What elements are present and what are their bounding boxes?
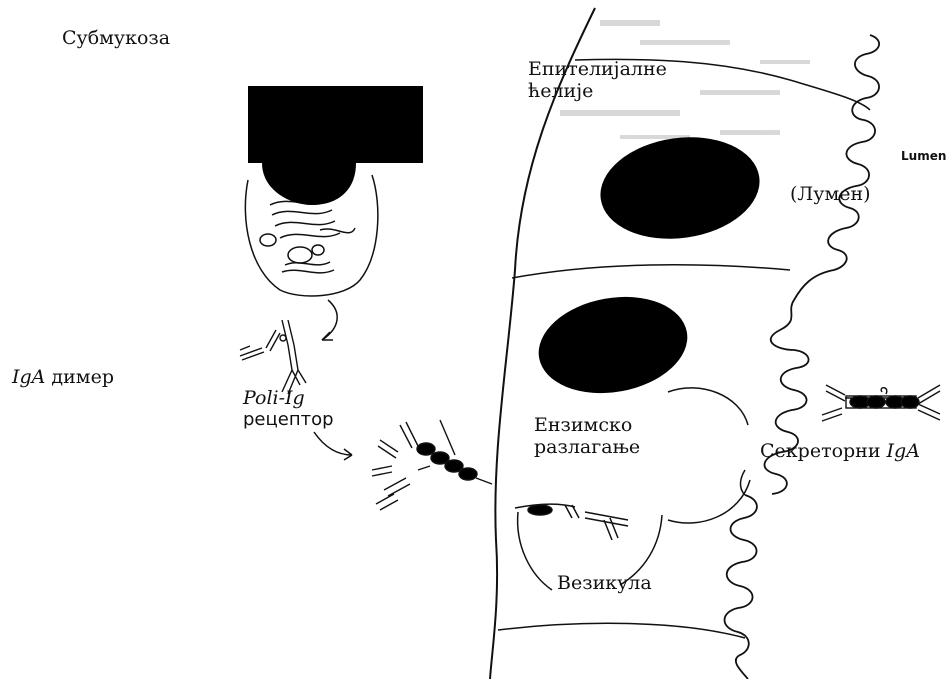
label-poly-ig-line2: рецептор xyxy=(243,409,334,431)
plasma-cell-nucleus xyxy=(262,163,356,205)
secretion-arrow xyxy=(322,300,337,340)
label-lumen-sr: (Лумен) xyxy=(790,183,871,205)
label-secretory-rest: Секреторни xyxy=(760,440,887,462)
label-iga-dimer-rest: димер xyxy=(45,366,114,388)
label-vesicle-text: Везикула xyxy=(557,572,652,594)
label-submucosa-text: Субмукоза xyxy=(62,27,170,49)
label-secretory-italic: IgA xyxy=(887,440,920,462)
transport-arrow xyxy=(314,432,352,460)
label-iga-dimer: IgA димер xyxy=(12,366,114,388)
label-iga-dimer-italic: IgA xyxy=(12,366,45,388)
apical-membrane-lower xyxy=(725,495,757,679)
label-lumen-sr-text: (Лумен) xyxy=(790,183,871,205)
label-enzymatic-cleavage: Ензимско разлагање xyxy=(534,414,640,458)
vesicle-membrane-fragments xyxy=(668,388,750,523)
label-submucosa: Субмукоза xyxy=(62,27,170,49)
label-secretory-iga: Секреторни IgA xyxy=(760,440,920,462)
label-poly-ig-line1: Poli-Ig xyxy=(243,387,334,409)
label-epithelial-line2: ћелије xyxy=(528,80,667,102)
iga-dimer-free xyxy=(240,320,306,394)
label-enzymatic-line1: Ензимско xyxy=(534,414,640,436)
label-lumen-en: Lumen xyxy=(901,145,946,167)
redaction-block xyxy=(248,86,423,163)
label-lumen-en-text: Lumen xyxy=(901,149,946,163)
epithelial-nucleus-upper xyxy=(594,127,766,248)
iga-receptor-complex xyxy=(372,420,492,510)
label-enzymatic-line2: разлагање xyxy=(534,436,640,458)
secretory-iga xyxy=(822,385,940,421)
label-vesicle: Везикула xyxy=(557,572,652,594)
label-epithelial-cells: Епителијалне ћелије xyxy=(528,58,667,102)
epithelial-nucleus-lower xyxy=(531,286,695,405)
label-epithelial-line1: Епителијалне xyxy=(528,58,667,80)
label-poly-ig-receptor: Poli-Ig рецептор xyxy=(243,387,334,431)
